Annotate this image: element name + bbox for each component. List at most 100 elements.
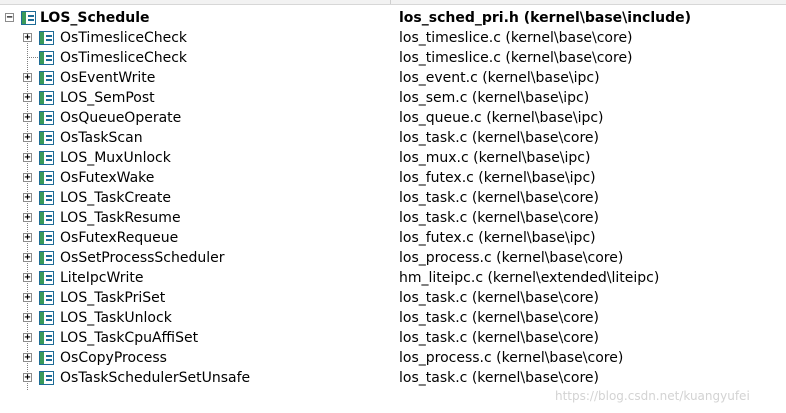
function-name: OsTimesliceCheck — [60, 50, 188, 66]
file-location: los_task.c (kernel\base\core) — [399, 190, 599, 206]
function-name: OsSetProcessScheduler — [60, 250, 225, 266]
plus-box-icon[interactable]: + — [23, 172, 32, 183]
file-location: los_task.c (kernel\base\core) — [399, 130, 599, 146]
plus-box-icon[interactable]: + — [23, 72, 32, 83]
file-location: los_mux.c (kernel\base\ipc) — [399, 150, 591, 166]
tree-children: + OsTimesliceCheck los_timeslice.c (kernel… — [0, 28, 786, 388]
function-name: LOS_TaskPriSet — [60, 290, 166, 306]
tree-row[interactable]: + LOS_TaskCreate los_task.c (kernel\base\c… — [0, 188, 786, 208]
function-icon — [39, 71, 54, 85]
plus-box-icon[interactable]: + — [23, 292, 32, 303]
plus-box-icon[interactable]: + — [23, 192, 32, 203]
plus-box-icon[interactable]: + — [23, 272, 32, 283]
watermark: https://blog.csdn.net/kuangyufei — [555, 389, 750, 403]
plus-box-icon[interactable]: + — [23, 312, 32, 323]
function-name: OsCopyProcess — [60, 350, 167, 366]
file-location: los_timeslice.c (kernel\base\core) — [399, 30, 633, 46]
function-icon — [39, 31, 54, 45]
file-location: los_sched_pri.h (kernel\base\include) — [399, 10, 692, 26]
function-icon — [39, 291, 54, 305]
file-location: los_queue.c (kernel\base\ipc) — [399, 110, 604, 126]
plus-box-icon[interactable]: + — [23, 352, 32, 363]
tree-row[interactable]: + OsCopyProcess los_process.c (kernel\base… — [0, 348, 786, 368]
function-name: LOS_TaskCreate — [60, 190, 171, 206]
tree-root-row[interactable]: − LOS_Schedule los_sched_pri.h (kernel\b… — [0, 8, 786, 28]
tree-row[interactable]: + OsTaskScan los_task.c (kernel\base\core) — [0, 128, 786, 148]
function-name: OsTimesliceCheck — [60, 30, 188, 46]
function-name: OsTaskScan — [60, 130, 143, 146]
tree-row[interactable]: + LOS_TaskCpuAffiSet los_task.c (kernel\ba… — [0, 328, 786, 348]
tree-row[interactable]: + LOS_MuxUnlock los_mux.c (kernel\base\ipc… — [0, 148, 786, 168]
call-tree: − LOS_Schedule los_sched_pri.h (kernel\b… — [0, 8, 786, 390]
plus-box-icon[interactable]: + — [23, 212, 32, 223]
tree-leaf-connector — [27, 57, 38, 58]
function-icon — [39, 211, 54, 225]
function-name: LOS_SemPost — [60, 90, 155, 106]
tree-row[interactable]: + OsFutexRequeue los_futex.c (kernel\base\… — [0, 228, 786, 248]
function-icon — [21, 11, 36, 25]
file-location: los_futex.c (kernel\base\ipc) — [399, 230, 596, 246]
function-icon — [39, 51, 54, 65]
file-location: los_event.c (kernel\base\ipc) — [399, 70, 600, 86]
tree-row[interactable]: + OsTimesliceCheck los_timeslice.c (kernel… — [0, 28, 786, 48]
function-icon — [39, 171, 54, 185]
tree-row[interactable]: + LOS_TaskPriSet los_task.c (kernel\base\c… — [0, 288, 786, 308]
file-location: los_task.c (kernel\base\core) — [399, 210, 599, 226]
function-name: LiteIpcWrite — [60, 270, 144, 286]
function-name: OsQueueOperate — [60, 110, 182, 126]
tree-row[interactable]: + LiteIpcWrite hm_liteipc.c (kernel\extend… — [0, 268, 786, 288]
function-icon — [39, 131, 54, 145]
file-location: hm_liteipc.c (kernel\extended\liteipc) — [399, 270, 660, 286]
file-location: los_task.c (kernel\base\core) — [399, 290, 599, 306]
file-location: los_process.c (kernel\base\core) — [399, 250, 624, 266]
function-name: LOS_TaskUnlock — [60, 310, 172, 326]
function-icon — [39, 331, 54, 345]
plus-box-icon[interactable]: + — [23, 372, 32, 383]
file-location: los_task.c (kernel\base\core) — [399, 310, 599, 326]
tree-row[interactable]: + OsEventWrite los_event.c (kernel\base\ip… — [0, 68, 786, 88]
file-location: los_task.c (kernel\base\core) — [399, 370, 599, 386]
function-icon — [39, 231, 54, 245]
plus-box-icon[interactable]: + — [23, 332, 32, 343]
file-location: los_timeslice.c (kernel\base\core) — [399, 50, 633, 66]
function-icon — [39, 271, 54, 285]
function-name: LOS_TaskCpuAffiSet — [60, 330, 199, 346]
function-icon — [39, 351, 54, 365]
function-icon — [39, 191, 54, 205]
function-icon — [39, 151, 54, 165]
file-location: los_sem.c (kernel\base\ipc) — [399, 90, 590, 106]
tree-row[interactable]: + LOS_TaskResume los_task.c (kernel\base\c… — [0, 208, 786, 228]
minus-box-icon[interactable]: − — [5, 12, 14, 23]
function-name: OsEventWrite — [60, 70, 156, 86]
file-location: los_process.c (kernel\base\core) — [399, 350, 624, 366]
plus-box-icon[interactable]: + — [23, 252, 32, 263]
plus-box-icon[interactable]: + — [23, 92, 32, 103]
plus-box-icon[interactable]: + — [23, 112, 32, 123]
tree-row[interactable]: + OsTaskSchedulerSetUnsafe los_task.c (ker… — [0, 368, 786, 388]
function-name: LOS_TaskResume — [60, 210, 181, 226]
tree-row[interactable]: + OsSetProcessScheduler los_process.c (ker… — [0, 248, 786, 268]
function-name: OsFutexWake — [60, 170, 155, 186]
function-icon — [39, 111, 54, 125]
plus-box-icon[interactable]: + — [23, 152, 32, 163]
file-location: los_task.c (kernel\base\core) — [399, 330, 599, 346]
column-header-strip — [0, 0, 786, 5]
tree-row[interactable]: + OsFutexWake los_futex.c (kernel\base\ipc… — [0, 168, 786, 188]
function-icon — [39, 311, 54, 325]
function-icon — [39, 371, 54, 385]
function-icon — [39, 251, 54, 265]
plus-box-icon[interactable]: + — [23, 232, 32, 243]
tree-connector-line — [27, 34, 28, 390]
file-location: los_futex.c (kernel\base\ipc) — [399, 170, 596, 186]
function-name: OsTaskSchedulerSetUnsafe — [60, 370, 251, 386]
function-name: OsFutexRequeue — [60, 230, 179, 246]
plus-box-icon[interactable]: + — [23, 132, 32, 143]
tree-row[interactable]: OsTimesliceCheck los_timeslice.c (kernel\… — [0, 48, 786, 68]
tree-row[interactable]: + OsQueueOperate los_queue.c (kernel\base\… — [0, 108, 786, 128]
function-name: LOS_MuxUnlock — [60, 150, 171, 166]
tree-row[interactable]: + LOS_SemPost los_sem.c (kernel\base\ipc) — [0, 88, 786, 108]
tree-row[interactable]: + LOS_TaskUnlock los_task.c (kernel\base\c… — [0, 308, 786, 328]
function-name: LOS_Schedule — [40, 10, 150, 26]
plus-box-icon[interactable]: + — [23, 32, 32, 43]
column-separator[interactable] — [390, 0, 391, 4]
